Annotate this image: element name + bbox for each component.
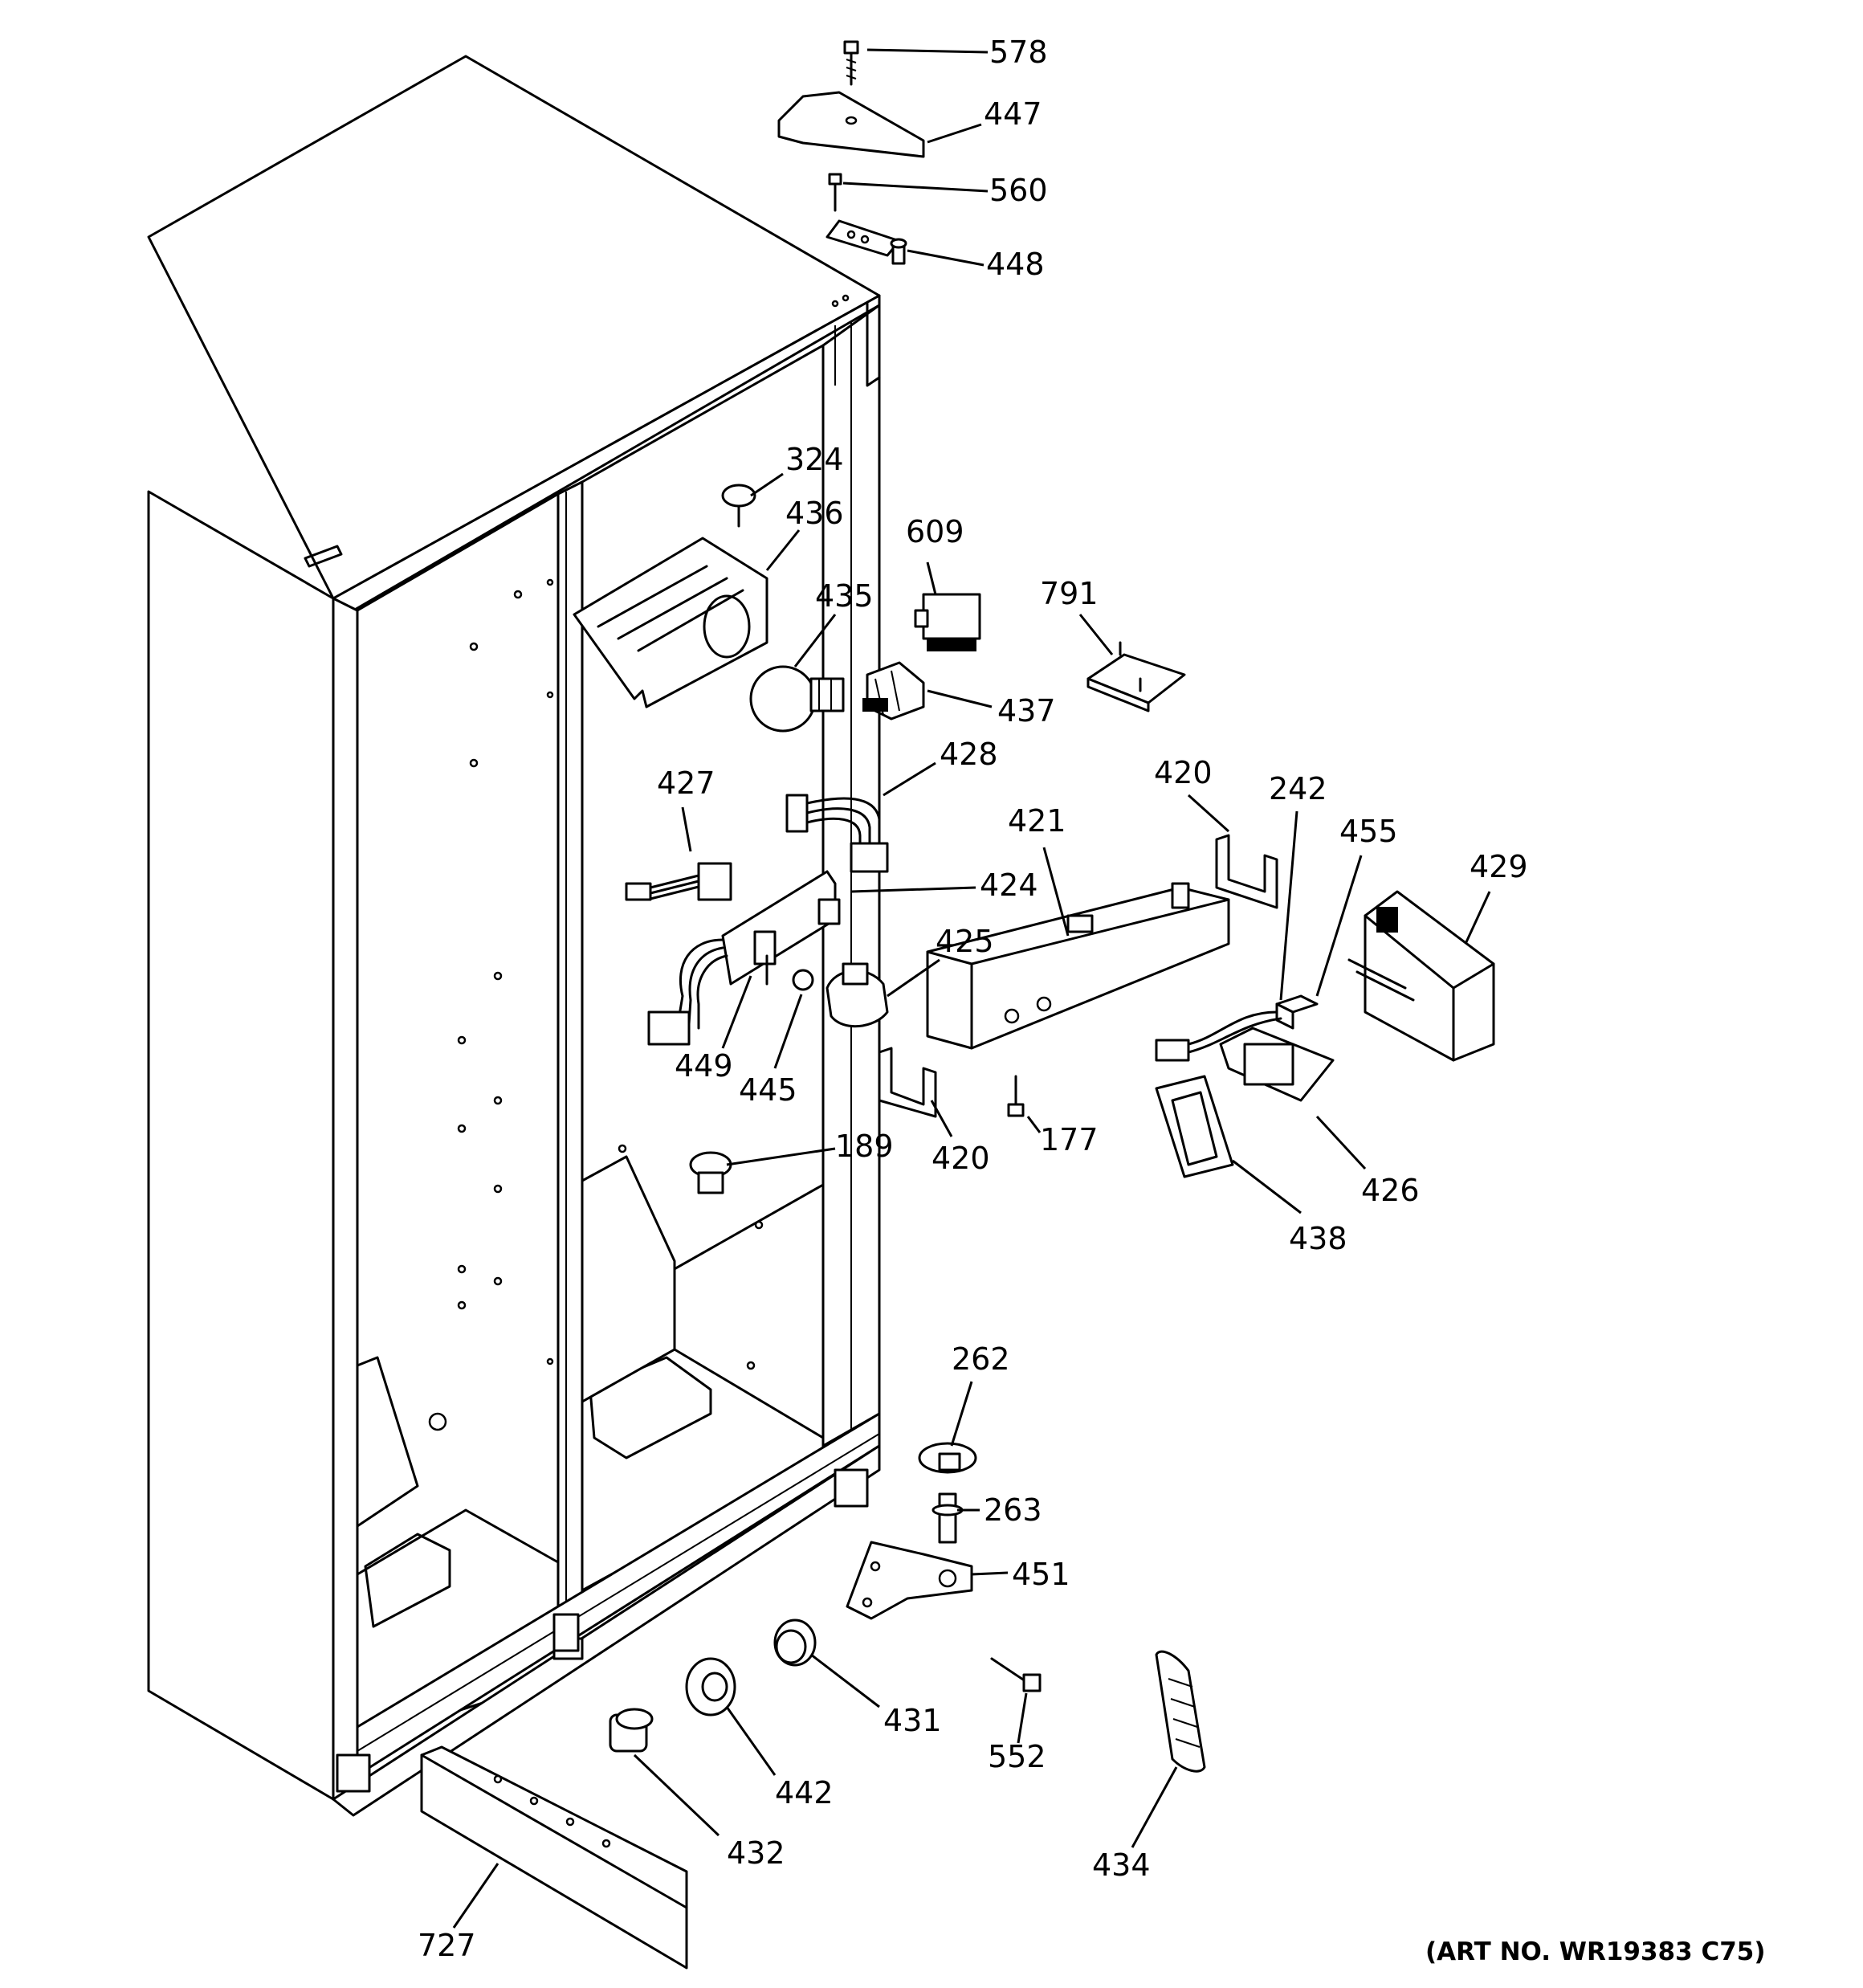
part-420-bracket-upper [1215,834,1278,909]
callout-451: 451 [1012,1557,1070,1592]
callout-445: 445 [739,1072,797,1108]
part-425-knob [826,962,889,1028]
part-727-toe-grille [420,1745,688,1970]
callout-428: 428 [940,737,998,772]
part-560-screw [828,173,842,212]
callout-427: 427 [657,765,715,801]
part-578-screw [843,40,859,86]
callout-442: 442 [775,1775,834,1810]
callout-189: 189 [835,1129,894,1164]
part-432-spacer [609,1708,654,1753]
part-431-roller [773,1619,817,1667]
callout-242: 242 [1269,771,1327,806]
callout-437: 437 [997,693,1056,729]
callout-421: 421 [1008,803,1066,839]
part-552-bolt [990,1657,1042,1692]
part-242-455-sensor [1155,994,1319,1062]
part-434-grille [1155,1650,1206,1773]
part-421-control-housing [926,882,1230,1050]
part-791-cover [1086,641,1186,712]
callout-449: 449 [675,1048,733,1084]
callout-324: 324 [785,442,844,477]
callout-177: 177 [1040,1122,1099,1157]
part-438-gasket [1155,1075,1234,1178]
part-263-pin [932,1492,964,1544]
callout-426: 426 [1361,1173,1420,1208]
part-442-washer [685,1657,736,1717]
callout-448: 448 [986,247,1045,282]
callout-420a: 420 [1154,755,1213,790]
callout-447: 447 [984,96,1042,132]
leader-lines [452,48,1491,1929]
callout-436: 436 [785,496,844,531]
part-435-light-bulb [749,665,845,733]
part-426-module [1219,1027,1335,1102]
part-451-hinge-bracket [846,1541,973,1620]
part-429-housing [1347,890,1495,1062]
part-428-wire-harness [785,794,889,873]
part-189-plug [689,1151,732,1194]
callout-434: 434 [1092,1847,1151,1883]
callout-552: 552 [988,1739,1046,1774]
part-177-screw [1007,1075,1025,1117]
part-436-light-shield [573,537,768,708]
callout-262: 262 [952,1341,1010,1377]
art-number: (ART NO. WR19383 C75) [1425,1937,1766,1966]
part-424-control [647,870,841,1046]
callout-263: 263 [984,1492,1042,1528]
part-609-switch [914,593,981,651]
callout-425: 425 [936,924,994,959]
part-448-hinge [826,219,907,265]
part-437-socket [862,661,925,720]
callout-438: 438 [1289,1221,1347,1256]
part-427-wire-harness [625,862,732,901]
callout-424: 424 [980,867,1038,903]
callout-432: 432 [727,1835,785,1871]
callout-609: 609 [906,514,964,549]
callout-429: 429 [1470,849,1528,884]
callout-435: 435 [815,578,874,614]
callout-431: 431 [883,1703,942,1738]
part-445-bushing [792,969,814,991]
part-262-cam [918,1442,977,1474]
callout-791: 791 [1040,576,1099,611]
callout-560: 560 [989,173,1048,208]
callout-727: 727 [418,1928,476,1963]
part-420-bracket-lower [878,1047,937,1118]
callout-labels: 578 447 560 448 324 436 609 435 791 437 … [418,35,1766,1966]
callout-420b: 420 [932,1141,990,1176]
callout-578: 578 [989,35,1048,70]
part-324-plug [721,484,756,528]
callout-455: 455 [1339,814,1398,849]
part-447-hinge-cover [777,91,925,158]
